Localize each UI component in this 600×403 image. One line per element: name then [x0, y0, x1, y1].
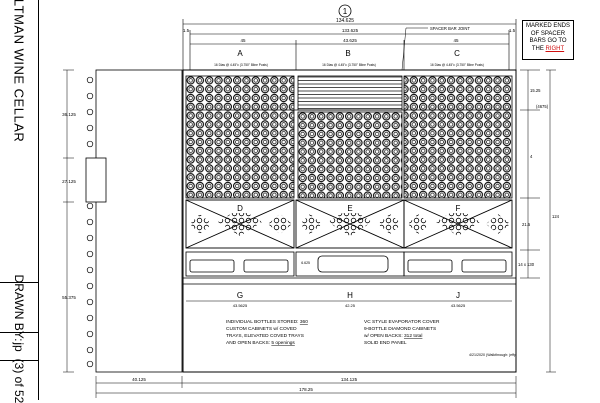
rack-a	[185, 75, 295, 199]
dim-inner-width: 133.625	[342, 28, 359, 33]
left-panel-window	[85, 157, 107, 203]
dim-bottom-h: 42.25	[345, 303, 356, 308]
top-dimensions	[182, 19, 517, 70]
dim-bottom-total: 178.25	[299, 387, 313, 392]
left-end-panel	[95, 69, 183, 373]
label-b: B	[345, 49, 350, 58]
dim-col-c: 45	[453, 38, 459, 43]
dim-bottom-j: 43.5625	[451, 303, 466, 308]
note-the: THE	[531, 45, 544, 52]
label-g: G	[237, 291, 243, 300]
callout-circle	[338, 4, 352, 18]
notes-right-line2: 9-BOTTLE DIAMOND CABINETS	[364, 326, 436, 332]
label-h: H	[347, 291, 353, 300]
spacer-leader-down	[401, 27, 407, 71]
dim-bottom-left: 40.125	[132, 377, 146, 382]
dim-right-low: 14 x 130	[518, 262, 535, 267]
dim-right-tag: (4675)	[536, 104, 549, 109]
note-line: THE RIGHT	[523, 46, 573, 54]
label-f-bg	[444, 201, 472, 213]
notes-right-line3: w/ OPEN BACKS: 312 total	[364, 333, 422, 339]
label-e: E	[347, 204, 352, 213]
dim-bottom-main: 134.125	[341, 377, 358, 382]
dim-right-height: 124	[552, 214, 560, 219]
bottom-dimension-lines	[95, 376, 517, 398]
note-line: MARKED ENDS	[525, 23, 570, 29]
dim-col-a: 45	[240, 38, 246, 43]
notes-left-line1: INDIVIDUAL BOTTLES STORED: 360	[226, 319, 308, 325]
notes-left-line4: AND OPEN BACKS: 5 openings	[226, 340, 295, 346]
label-d-bg	[226, 201, 254, 213]
label-d: D	[237, 204, 243, 213]
rack-b-lower	[297, 111, 403, 199]
note-col-b: 16 Dias @ 4.45"c (3.750" Bline Posts)	[322, 63, 376, 67]
notes-right-line1: VC STYLE EVAPORATOR COVER	[364, 319, 440, 325]
note-line: OF SPACER	[530, 30, 566, 37]
label-e-bg	[336, 201, 364, 213]
notes-left: INDIVIDUAL BOTTLES STORED: 360 CUSTOM CA…	[226, 319, 308, 346]
stamp: 4/21/2020 (Walkthrough: jeffp	[469, 353, 516, 357]
label-c: C	[454, 49, 460, 58]
cabinet-frame	[182, 69, 517, 373]
note-col-a: 16 Dias @ 4.45"c (3.750" Bline Posts)	[214, 63, 268, 67]
dim-vent: 6.625	[301, 261, 310, 265]
notes-right: VC STYLE EVAPORATOR COVER 9-BOTTLE DIAMO…	[364, 319, 440, 346]
dim-bottom-g: 43.5625	[233, 303, 248, 308]
spacer-label: SPACER BAR JOINT	[430, 26, 470, 31]
note-line: BARS GO TO	[529, 38, 567, 44]
drawn-by-label: DRAWN BY:	[0, 275, 38, 341]
label-f: F	[456, 204, 461, 213]
dim-right-offset: 1.5	[509, 28, 516, 33]
right-dimension-lines	[520, 69, 556, 373]
evaporator-cover	[297, 75, 403, 111]
rack-c	[403, 75, 513, 199]
dim-left-low: 55.375	[62, 295, 76, 300]
notes-right-line4: SOLID END PANEL	[364, 340, 407, 346]
drawn-by-value: jp	[0, 332, 38, 361]
dim-left-mid: 27.125	[62, 179, 76, 184]
sheet-number: (3) of 52	[0, 359, 38, 403]
left-panel-bottles	[86, 76, 94, 368]
note-col-c: 16 Dias @ 4.45"c (3.750" Bline Posts)	[430, 63, 484, 67]
dim-right-mid: 4	[530, 154, 533, 159]
label-a: A	[237, 49, 243, 58]
note-right: RIGHT	[545, 45, 565, 52]
dim-left-offset: 1.5	[183, 28, 190, 33]
tray-section	[183, 251, 516, 285]
callout-number: 1	[343, 7, 348, 16]
left-dimension-line	[63, 69, 74, 373]
dim-left-top: 36.125	[62, 112, 76, 117]
diamond-bottles	[190, 208, 510, 236]
dim-right-row: 21.5	[522, 222, 531, 227]
notes-left-line3: TRAYS, ELEVATED COVED TRAYS	[226, 333, 304, 339]
note-box: MARKED ENDS OF SPACER BARS GO TO THE RIG…	[522, 20, 574, 60]
notes-left-line2: CUSTOM CABINETS w/ COVED	[226, 326, 297, 332]
label-j: J	[456, 291, 460, 300]
dim-col-b: 43.625	[343, 38, 357, 43]
title-block: ALTMAN WINE CELLAR DRAWN BY: jp (3) of 5…	[0, 0, 39, 403]
dim-right-top: 15.25	[530, 88, 541, 93]
dim-top-overall: 134.625	[336, 18, 354, 24]
